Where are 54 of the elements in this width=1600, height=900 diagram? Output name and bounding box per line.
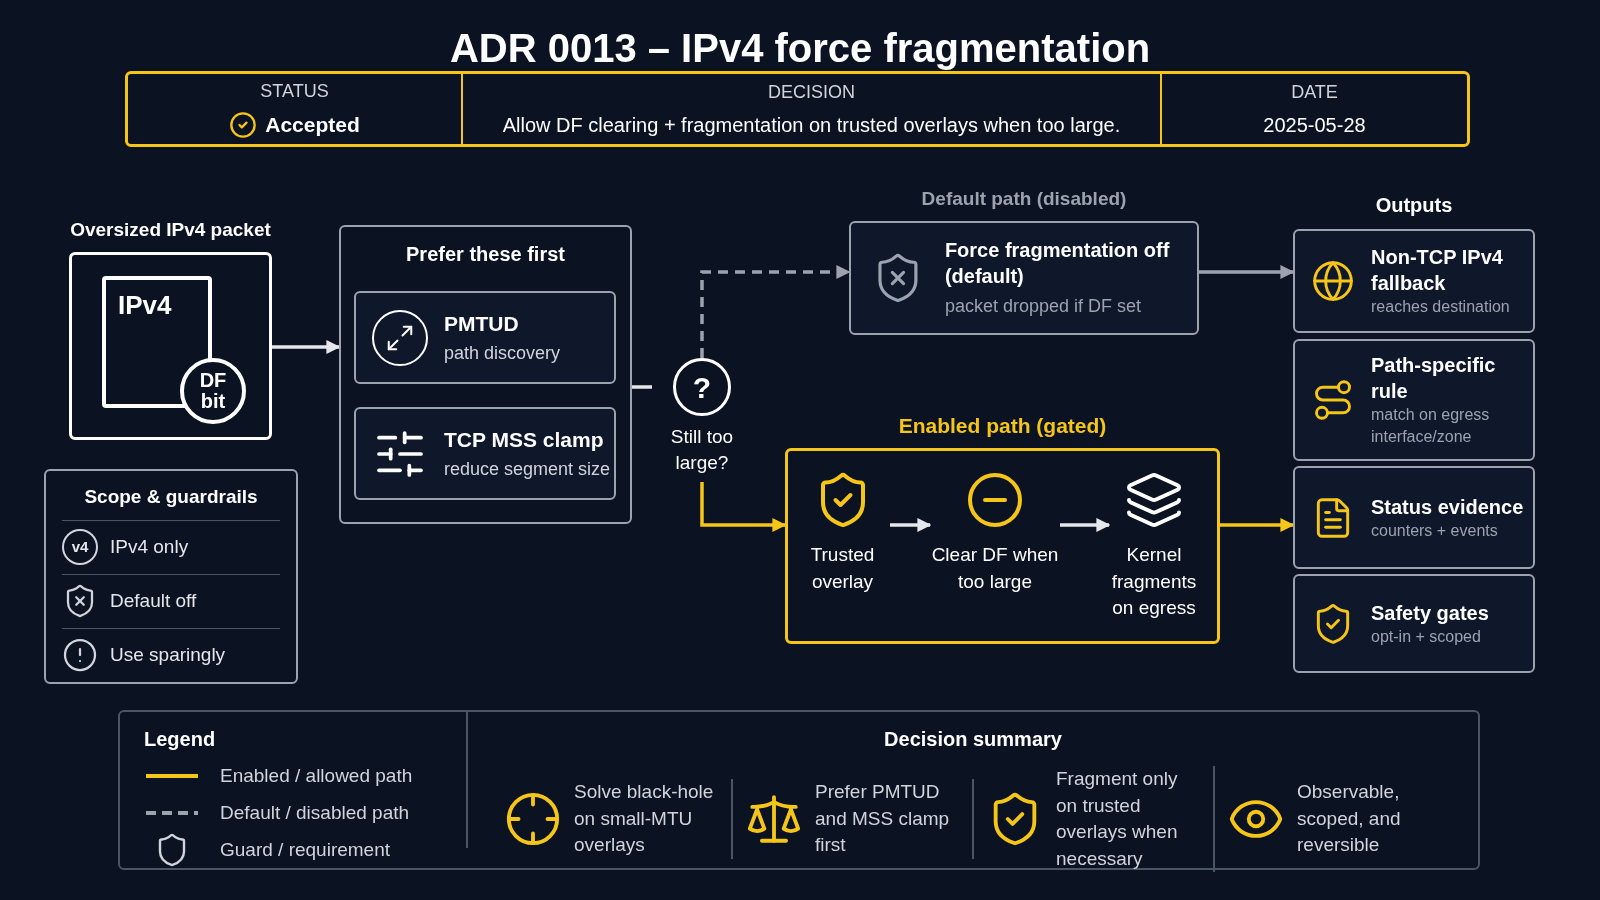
panel-heading: Oversized IPv4 packet [70, 219, 271, 240]
version-badge-icon: v4 [62, 529, 98, 565]
decision-text: Allow DF clearing + fragmentation on trusted overlays when too large. [502, 112, 1121, 138]
page-title: ADR 0013 – IPv4 force fragmentation [449, 26, 1151, 70]
summary-text: Solve black-hole on small-MTU overlays [574, 780, 715, 858]
option-subtitle: reduce segment size [444, 457, 611, 481]
column-header: DATE [1291, 80, 1338, 104]
arrow [890, 518, 932, 532]
arrow [1060, 518, 1111, 532]
option-subtitle: path discovery [444, 341, 561, 365]
path-heading: Default path (disabled) [921, 188, 1127, 209]
output-title: Non-TCP IPv4 fallback [1371, 245, 1504, 297]
summary-text: Fragment only on trusted overlays when necessary [1056, 767, 1179, 871]
status-value: Accepted [265, 111, 360, 138]
summary-text: Prefer PMTUD and MSS clamp first [815, 780, 951, 858]
summary-heading: Decision summary [884, 728, 1062, 750]
output-subtitle: counters + events [1371, 520, 1499, 541]
guardrail-text: Default off [110, 588, 197, 613]
column-header: STATUS [260, 79, 329, 103]
arrow [272, 340, 341, 354]
guardrail-text: IPv4 only [110, 534, 189, 559]
document-label: IPv4 [118, 292, 173, 318]
card-title: Force fragmentation off (default) [944, 237, 1171, 289]
panel-heading: Scope & guardrails [84, 486, 258, 507]
option-title: TCP MSS clamp [444, 427, 605, 454]
date-value: 2025-05-28 [1263, 112, 1366, 138]
path-heading: Enabled path (gated) [898, 414, 1107, 437]
arrow [1199, 265, 1295, 279]
panel-heading: Prefer these first [406, 243, 565, 265]
legend-text: Enabled / allowed path [220, 764, 413, 788]
legend-text: Guard / requirement [220, 837, 391, 862]
dashed-arrow [700, 265, 851, 358]
arrow [1220, 518, 1295, 532]
step-label: Kernel fragments on egress [1110, 543, 1198, 621]
option-title: PMTUD [444, 311, 520, 338]
arrow [700, 482, 787, 532]
column-heading: Outputs [1375, 194, 1453, 216]
output-subtitle: reaches destination [1371, 297, 1511, 318]
decision-caption: Still too large? [669, 425, 735, 475]
output-subtitle: match on egress interface/zone [1371, 405, 1491, 447]
step-label: Trusted overlay [809, 543, 876, 594]
output-title: Status evidence [1371, 494, 1524, 520]
card-subtitle: packet dropped if DF set [944, 294, 1142, 318]
legend-heading: Legend [144, 727, 217, 752]
output-title: Path-specific rule [1371, 353, 1497, 405]
column-header: DECISION [768, 80, 855, 104]
circle-label: DF bit [198, 370, 228, 412]
legend-text: Default / disabled path [220, 800, 410, 825]
output-subtitle: opt-in + scoped [1371, 626, 1482, 647]
question-mark: ? [692, 369, 712, 406]
summary-text: Observable, scoped, and reversible [1297, 780, 1402, 858]
guardrail-text: Use sparingly [110, 642, 226, 667]
output-title: Safety gates [1371, 600, 1489, 626]
step-label: Clear DF when too large [930, 543, 1060, 594]
